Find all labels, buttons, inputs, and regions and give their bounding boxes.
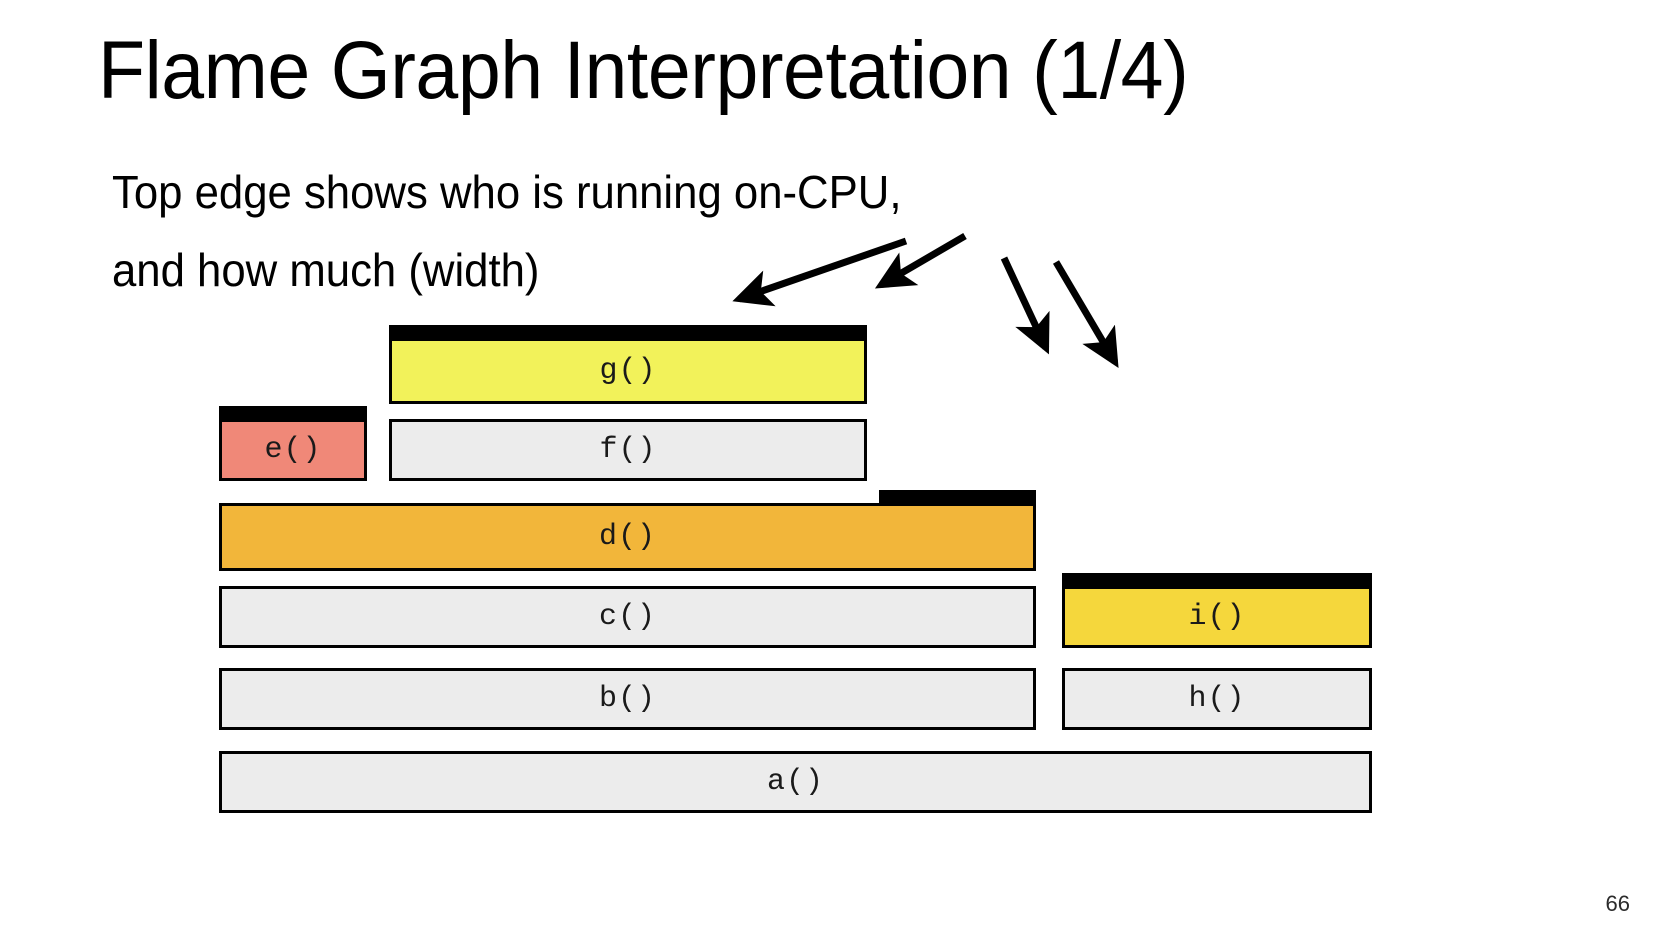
flame-frame-e[interactable]: e() [219, 419, 367, 481]
top-edge-bar-e [219, 406, 367, 419]
flame-frame-label-d: d() [598, 520, 656, 554]
flame-frame-c[interactable]: c() [219, 586, 1036, 648]
page-number: 66 [1605, 891, 1630, 916]
flame-frame-a[interactable]: a() [219, 751, 1372, 813]
flame-frame-d[interactable]: d() [219, 503, 1036, 571]
top-edge-bar-g [389, 325, 867, 338]
flame-frame-g[interactable]: g() [389, 338, 867, 404]
flame-frame-label-h: h() [1188, 682, 1246, 716]
page-title: Flame Graph Interpretation (1/4) [98, 25, 1189, 116]
flame-frame-h[interactable]: h() [1062, 668, 1372, 730]
top-edge-bar-d [879, 490, 1036, 503]
flame-frame-label-g: g() [599, 354, 657, 388]
subtitle-line-1: Top edge shows who is running on-CPU, [112, 166, 902, 218]
flame-frame-label-c: c() [598, 600, 656, 634]
top-edge-bar-i [1062, 573, 1372, 586]
flame-frame-label-e: e() [264, 433, 322, 467]
flame-frame-f[interactable]: f() [389, 419, 867, 481]
flame-frame-label-i: i() [1188, 600, 1246, 634]
flame-frame-label-f: f() [599, 433, 657, 467]
flame-frame-label-a: a() [766, 765, 824, 799]
flame-frame-i[interactable]: i() [1062, 586, 1372, 648]
subtitle-line-2: and how much (width) [112, 244, 540, 296]
flame-frame-label-b: b() [598, 682, 656, 716]
flame-frame-b[interactable]: b() [219, 668, 1036, 730]
